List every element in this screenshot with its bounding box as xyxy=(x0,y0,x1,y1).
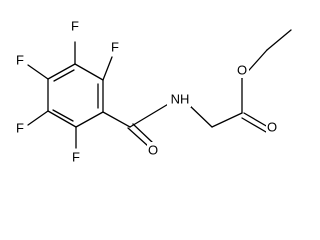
bond-ester-c-double-o xyxy=(243,112,269,128)
fluorine-bottom-label: F xyxy=(72,150,80,165)
bond-ring-carbonyl xyxy=(102,111,131,128)
bond-carbonyl-o-1 xyxy=(127,127,149,147)
ester-single-oxygen-label: O xyxy=(237,63,247,78)
bond-carbonyl-o-2 xyxy=(132,123,153,143)
bond-c-f-lower-left xyxy=(27,110,49,126)
bond-ch2-ester-c xyxy=(211,112,243,128)
bond-c-f-upper-right xyxy=(102,56,113,81)
fluorine-upper-left-label: F xyxy=(16,53,24,68)
ring-double-bond-inner-lower-left xyxy=(52,109,74,122)
fluorine-bonds xyxy=(27,41,113,149)
bond-carbonyl-n xyxy=(129,102,171,128)
amide-nitrogen-label: NH xyxy=(171,92,190,107)
atom-labels: F F F F F O NH O O xyxy=(14,18,279,165)
fluorine-upper-right-label: F xyxy=(111,40,119,55)
ester-double-oxygen-label: O xyxy=(267,120,277,135)
bond-c-f-upper-left xyxy=(27,64,49,80)
ring-bond-c5-c6 xyxy=(47,63,76,80)
bond-ester-c-double-o-second xyxy=(241,117,267,133)
ring-bond-c2-c3 xyxy=(75,111,104,128)
carbonyl-oxygen-label: O xyxy=(148,143,158,158)
bond-n-ch2 xyxy=(187,103,213,128)
fluorine-lower-left-label: F xyxy=(16,121,24,136)
molecule-structure: F F F F F O NH O O xyxy=(14,18,292,165)
ring-bond-c6-c1 xyxy=(74,63,104,81)
bond-ethyl-ch2-ch3 xyxy=(266,29,292,51)
ring-double-bond-inner-upper-left xyxy=(53,69,75,82)
benzene-ring xyxy=(47,63,104,128)
ring-bond-c3-c4 xyxy=(47,110,77,128)
fluorine-top-label: F xyxy=(71,19,79,34)
side-chain xyxy=(102,29,292,147)
